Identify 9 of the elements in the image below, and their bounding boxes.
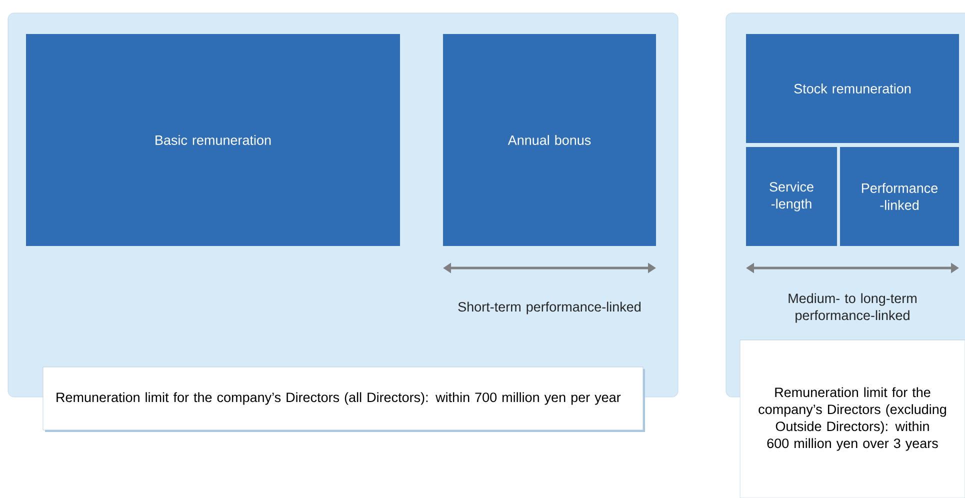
range-label: Medium- to long-term performance-linked: [788, 293, 916, 323]
remuneration-box: Stock remuneration: [746, 34, 960, 143]
remuneration-box: Basic remuneration: [26, 34, 400, 246]
remuneration-box: Performance -linked: [840, 147, 960, 246]
remuneration-box: Annual bonus: [443, 34, 656, 246]
note-box: Remuneration limit for the company’s Directors (all Directors): within 700 million yen per year: [42, 366, 645, 432]
remuneration-box: Service -length: [746, 147, 837, 246]
note-box: Remuneration limit for the company’s Directors (excluding Outside Directors): within 600 million yen over 3 years: [740, 340, 965, 498]
range-label: Short-term performance-linked: [458, 302, 641, 314]
